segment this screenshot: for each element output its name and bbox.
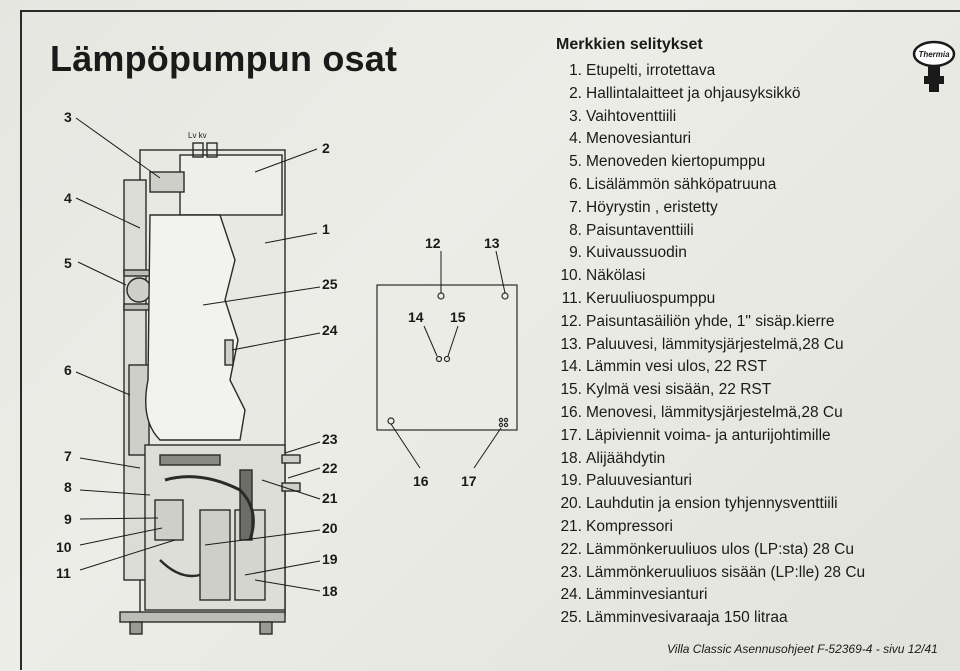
- callout-13: 13: [484, 235, 500, 251]
- callout-25: 25: [322, 276, 338, 292]
- logo-text: Thermia: [918, 50, 950, 59]
- callout-14: 14: [408, 309, 424, 325]
- legend-item: 7.Höyrystin , eristetty: [569, 198, 718, 216]
- callout-22: 22: [322, 460, 338, 476]
- callout-1: 1: [322, 221, 330, 237]
- connection-label: Lv kv: [188, 131, 207, 140]
- callout-17: 17: [461, 473, 477, 489]
- callout-5: 5: [64, 255, 72, 271]
- callout-16: 16: [413, 473, 429, 489]
- legend-item: 22.Lämmönkeruuliuos ulos (LP:sta) 28 Cu: [560, 540, 854, 558]
- callout-7: 7: [64, 448, 72, 464]
- callout-21: 21: [322, 490, 338, 506]
- legend-item: 2.Hallintalaitteet ja ohjausyksikkö: [569, 84, 801, 102]
- callout-12: 12: [425, 235, 441, 251]
- callout-2: 2: [322, 140, 330, 156]
- thermia-logo: Thermia: [912, 40, 956, 92]
- legend-item: 16.Menovesi, lämmitysjärjestelmä,28 Cu: [560, 403, 843, 421]
- callout-19: 19: [322, 551, 338, 567]
- legend-item: 23.Lämmönkeruuliuos sisään (LP:lle) 28 C…: [560, 563, 866, 581]
- legend-item: 13.Paluuvesi, lämmitysjärjestelmä,28 Cu: [560, 335, 844, 353]
- callout-3: 3: [64, 109, 72, 125]
- legend-item: 20.Lauhdutin ja ension tyhjennysventtiil…: [560, 495, 838, 513]
- callout-24: 24: [322, 322, 338, 338]
- callout-15: 15: [450, 309, 466, 325]
- legend-list: 1.Etupelti, irrotettava 2.Hallintalaitte…: [560, 60, 865, 630]
- top-view-plate: [376, 284, 518, 431]
- legend-item: 8.Paisuntaventtiili: [569, 221, 694, 239]
- legend-item: 6.Lisälämmön sähköpatruuna: [569, 175, 777, 193]
- callout-4: 4: [64, 190, 72, 206]
- legend-item: 12.Paisuntasäiliön yhde, 1" sisäp.kierre: [560, 312, 835, 330]
- legend-item: 17.Läpiviennit voima- ja anturijohtimill…: [560, 426, 831, 444]
- page-footer: Villa Classic Asennusohjeet F-52369-4 - …: [667, 642, 938, 656]
- callout-10: 10: [56, 539, 72, 555]
- callout-6: 6: [64, 362, 72, 378]
- legend-item: 14.Lämmin vesi ulos, 22 RST: [560, 358, 767, 376]
- callout-23: 23: [322, 431, 338, 447]
- callout-8: 8: [64, 479, 72, 495]
- legend-item: 19.Paluuvesianturi: [560, 472, 692, 490]
- legend-item: 24.Lämminvesianturi: [560, 586, 708, 604]
- leader-lines: [75, 117, 506, 592]
- legend-item: 25.Lämminvesivaraaja 150 litraa: [560, 609, 788, 627]
- legend-item: 4.Menovesianturi: [569, 130, 692, 148]
- legend-item: 3.Vaihtoventtiili: [569, 107, 677, 125]
- legend-item: 5.Menoveden kiertopumppu: [569, 153, 766, 171]
- callout-numbers: 3 4 5 6 7 8 9 10 11 2 1 25 24 23 22 21 2…: [56, 109, 500, 599]
- legend-item: 21.Kompressori: [560, 517, 673, 535]
- legend-item: 10.Näkölasi: [560, 267, 646, 285]
- legend-item: 1.Etupelti, irrotettava: [569, 62, 716, 79]
- callout-18: 18: [322, 583, 338, 599]
- callout-20: 20: [322, 520, 338, 536]
- page-frame: [20, 10, 960, 670]
- heat-pump-cabinet: [119, 142, 301, 635]
- legend-item: 15.Kylmä vesi sisään, 22 RST: [560, 381, 772, 399]
- legend-item: 9.Kuivaussuodin: [569, 244, 687, 262]
- legend-heading: Merkkien selitykset: [556, 36, 703, 53]
- legend-item: 18.Alijäähdytin: [560, 449, 666, 467]
- callout-11: 11: [56, 565, 71, 581]
- page-title: Lämpöpumpun osat: [50, 38, 398, 79]
- callout-9: 9: [64, 511, 72, 527]
- legend-item: 11.Keruuliuospumppu: [561, 289, 716, 307]
